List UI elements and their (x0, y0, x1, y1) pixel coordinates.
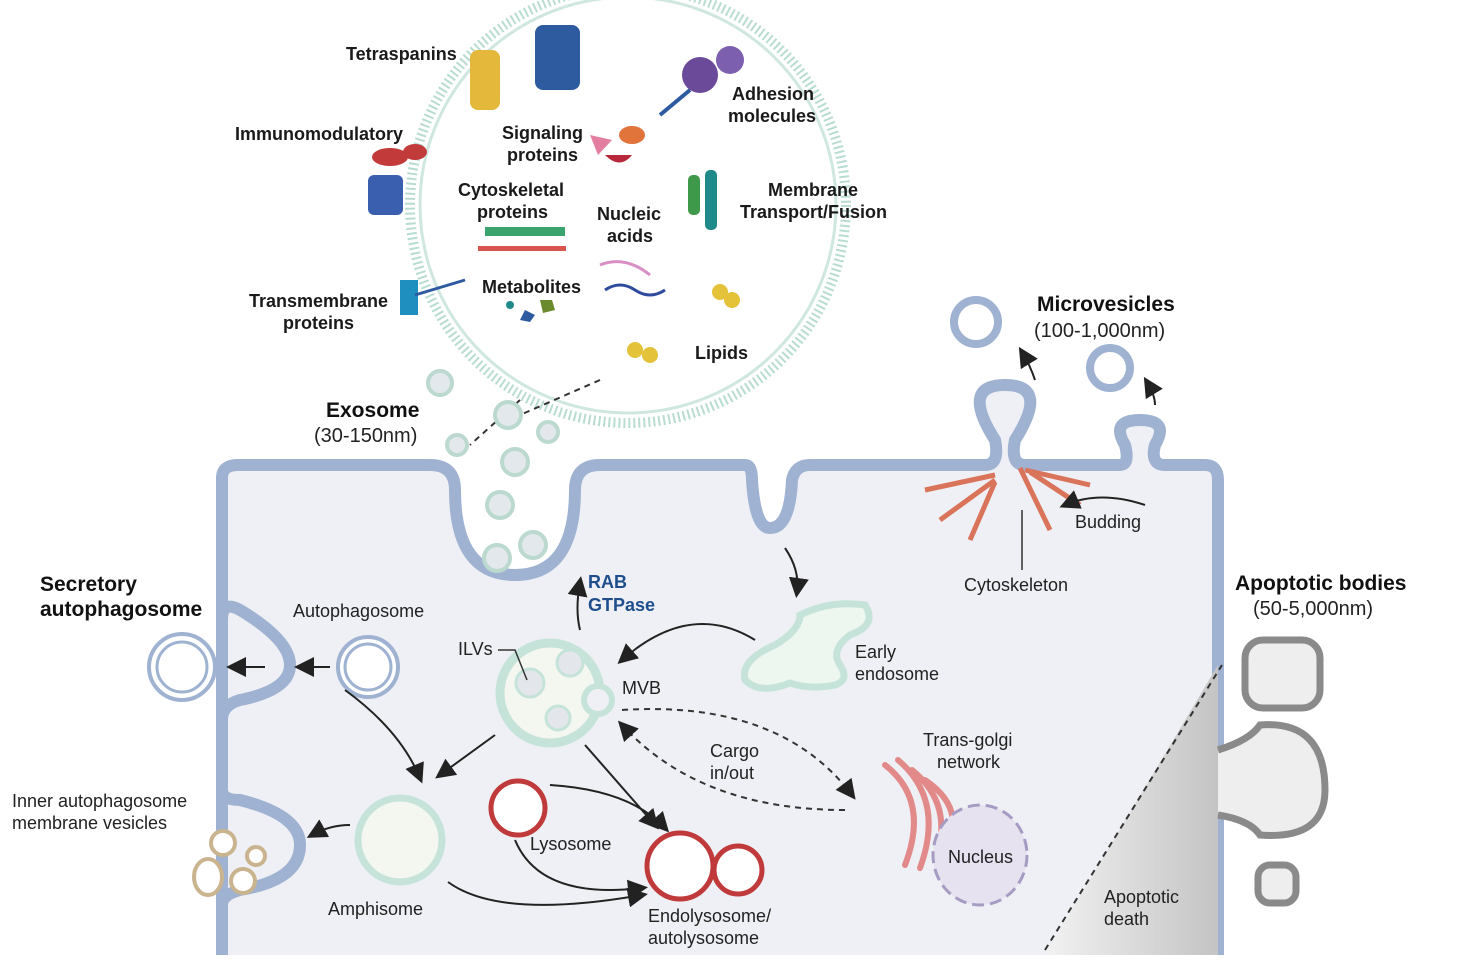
label-apoptotic-2: death (1104, 909, 1149, 929)
exosome-size: (30-150nm) (314, 425, 417, 447)
immunomodulatory-icon (368, 144, 427, 215)
label-rab: RAB (588, 572, 627, 592)
budding-arrow (1059, 490, 1146, 509)
label-early-2: endosome (855, 664, 939, 684)
arrow (514, 839, 648, 900)
secretory-title-1: Secretory (40, 573, 137, 596)
apoptotic-bleb (1216, 721, 1329, 839)
label-endolysosome-2: autolysosome (648, 928, 759, 948)
label-budding: Budding (1075, 512, 1141, 532)
zoom-connector (519, 379, 601, 416)
cargo-arrow (617, 720, 846, 811)
apoptotic-size: (50-5,000nm) (1253, 598, 1373, 620)
arrow (1143, 376, 1163, 406)
label-endolysosome-1: Endolysosome/ (648, 906, 771, 926)
microvesicles-title: Microvesicles (1037, 293, 1175, 316)
label-autophagosome: Autophagosome (293, 601, 424, 621)
cytoskeleton-fibers (924, 466, 1091, 541)
arrow (584, 744, 659, 830)
label-lysosome: Lysosome (530, 834, 611, 854)
label-cytoskeleton: Cytoskeleton (964, 575, 1068, 595)
secretory-autophagosome (147, 632, 217, 702)
membrane-transport-icon (688, 170, 717, 230)
label-golgi-2: network (937, 752, 1001, 772)
label-inner-2: membrane vesicles (12, 813, 167, 833)
lysosome (488, 778, 548, 838)
exosome-composition: Tetraspanins Adhesion molecules Immunomo… (235, 0, 887, 446)
label-gtpase: GTPase (588, 595, 655, 615)
cytoskeletal-protein-icon (478, 227, 566, 251)
apoptotic-body (1241, 636, 1324, 712)
label-immunomodulatory: Immunomodulatory (235, 124, 403, 144)
inner-vesicles (192, 829, 267, 897)
arrow (549, 784, 670, 833)
exosome-title: Exosome (326, 399, 419, 422)
rab-arrow (567, 576, 588, 631)
label-nucleus: Nucleus (948, 847, 1013, 867)
nucleic-acid-icon (599, 260, 666, 297)
secretory-title-2: autophagosome (40, 598, 202, 621)
nucleus (931, 803, 1029, 907)
label-inner-1: Inner autophagosome (12, 791, 187, 811)
apoptotic-region (1045, 665, 1218, 955)
arrow (447, 881, 648, 908)
label-mvb: MVB (622, 678, 661, 698)
tetraspanin-icon (470, 25, 580, 110)
label-signaling-2: proteins (507, 145, 578, 165)
adhesion-molecule-icon (658, 46, 744, 117)
arrow (784, 547, 809, 598)
pointer-line (498, 649, 528, 681)
label-membrane-2: Transport/Fusion (740, 202, 887, 222)
lipid-icon (627, 284, 740, 363)
apoptotic-body (1254, 861, 1300, 907)
label-ilvs: ILVs (458, 639, 493, 659)
label-transmembrane-1: Transmembrane (249, 291, 388, 311)
label-nucleic-1: Nucleic (597, 204, 661, 224)
apoptotic-title: Apoptotic bodies (1235, 572, 1407, 595)
apoptotic-divider (1044, 664, 1223, 951)
label-cargo-1: Cargo (710, 741, 759, 761)
arrow (617, 623, 756, 664)
autophagosome (336, 635, 400, 699)
transmembrane-protein-icon (400, 278, 466, 315)
label-adhesion-1: Adhesion (732, 84, 814, 104)
label-lipids: Lipids (695, 343, 748, 363)
label-transmembrane-2: proteins (283, 313, 354, 333)
microvesicle (950, 296, 1002, 348)
label-amphisome: Amphisome (328, 899, 423, 919)
arrow (1018, 346, 1038, 381)
label-apoptotic-1: Apoptotic (1104, 887, 1179, 907)
signaling-protein-icon (590, 126, 645, 163)
cargo-arrow (621, 708, 856, 800)
label-cytoskeletal-2: proteins (477, 202, 548, 222)
label-metabolites: Metabolites (482, 277, 581, 297)
arrow (306, 819, 351, 838)
microvesicles-size: (100-1,000nm) (1034, 320, 1165, 342)
exosome-vesicles (426, 369, 560, 573)
label-early-1: Early (855, 642, 896, 662)
label-golgi-1: Trans-golgi (923, 730, 1012, 750)
mvb (495, 638, 615, 748)
label-cargo-2: in/out (710, 763, 754, 783)
early-endosome (740, 600, 873, 692)
metabolite-icon (506, 300, 555, 322)
label-tetraspanins: Tetraspanins (346, 44, 457, 64)
label-membrane-1: Membrane (768, 180, 858, 200)
label-cytoskeletal-1: Cytoskeletal (458, 180, 564, 200)
endolysosome (644, 830, 765, 902)
microvesicle (1086, 344, 1134, 392)
arrow (344, 689, 424, 784)
label-signaling-1: Signaling (502, 123, 583, 143)
arrow (435, 734, 496, 779)
label-nucleic-2: acids (607, 226, 653, 246)
amphisome (354, 794, 446, 886)
label-adhesion-2: molecules (728, 106, 816, 126)
